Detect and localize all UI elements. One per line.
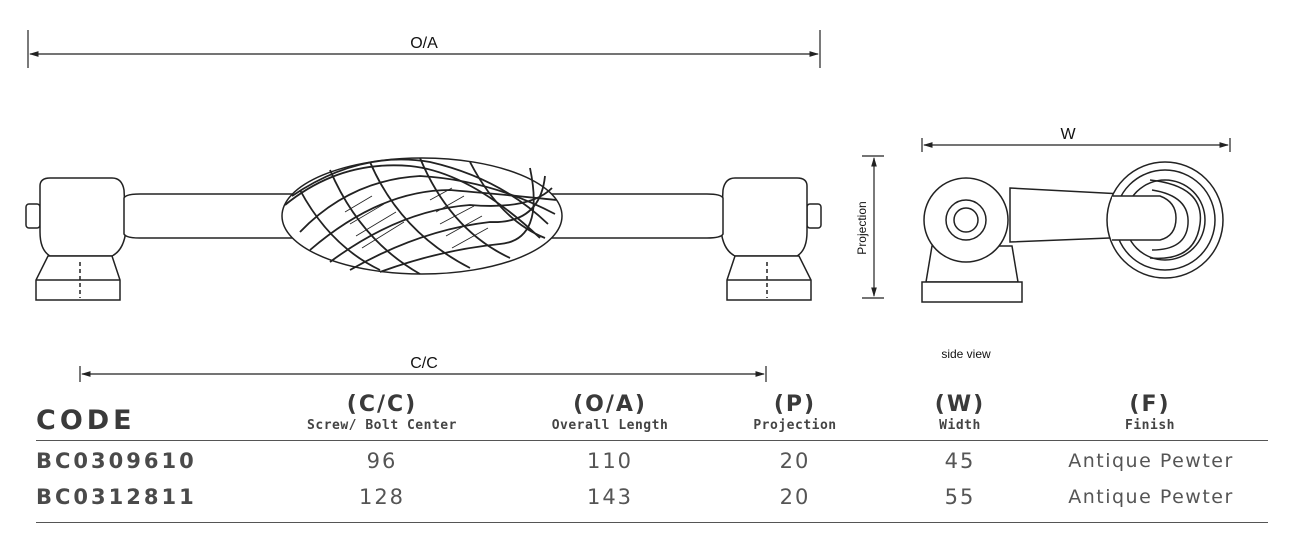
width-cell: 45 xyxy=(944,449,976,473)
cc-dimension xyxy=(79,366,767,382)
code-cell: BC0312811 xyxy=(36,485,197,509)
column-name: Screw/ Bolt Center xyxy=(307,418,457,433)
table-row: BC0309610 96 110 20 45 Antique Pewter xyxy=(0,444,1295,478)
column-name: Projection xyxy=(753,418,837,433)
column-abbr: (W) xyxy=(934,392,986,417)
column-abbr: (P) xyxy=(773,392,817,417)
side-view-label: side view xyxy=(941,347,991,361)
oa-dimension xyxy=(27,30,821,68)
column-header-f: (F) Finish xyxy=(1060,392,1240,434)
table-bottom-rule xyxy=(36,522,1268,523)
cc-cell: 128 xyxy=(358,485,406,509)
table-row: BC0312811 128 143 20 55 Antique Pewter xyxy=(0,480,1295,514)
column-abbr: (C/C) xyxy=(346,392,418,417)
handle-side-view xyxy=(921,161,1224,303)
finish-cell: Antique Pewter xyxy=(1068,486,1234,508)
width-cell: 55 xyxy=(944,485,976,509)
column-name: Overall Length xyxy=(551,418,669,433)
column-header-oa: (O/A) Overall Length xyxy=(510,392,710,434)
projection-cell: 20 xyxy=(779,485,811,509)
column-name: Width xyxy=(939,418,981,433)
w-label: W xyxy=(1060,126,1076,143)
cc-label: C/C xyxy=(410,355,438,372)
column-header-p: (P) Projection xyxy=(730,392,860,434)
finish-cell: Antique Pewter xyxy=(1068,450,1234,472)
column-header-cc: (C/C) Screw/ Bolt Center xyxy=(272,392,492,434)
width-dimension xyxy=(921,138,1231,152)
projection-label: Projection xyxy=(855,201,869,254)
handle-front-view xyxy=(25,157,822,301)
oa-cell: 143 xyxy=(586,485,634,509)
column-header-w: (W) Width xyxy=(900,392,1020,434)
cc-cell: 96 xyxy=(366,449,398,473)
column-name: Finish xyxy=(1125,418,1175,433)
column-abbr: (O/A) xyxy=(573,392,647,417)
projection-cell: 20 xyxy=(779,449,811,473)
oa-cell: 110 xyxy=(586,449,634,473)
oa-label: O/A xyxy=(410,35,438,52)
code-header: CODE xyxy=(36,405,136,436)
projection-dimension xyxy=(862,155,884,299)
column-abbr: (F) xyxy=(1129,392,1171,417)
code-cell: BC0309610 xyxy=(36,449,197,473)
header-divider xyxy=(36,440,1268,441)
